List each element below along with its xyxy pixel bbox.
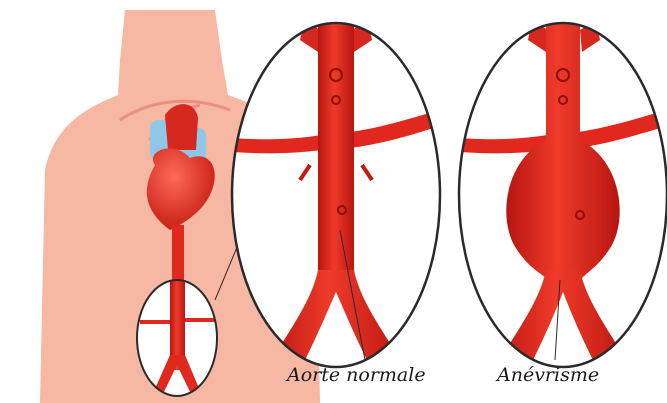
normal-aorta-label: Aorte normale xyxy=(287,364,426,386)
aneurysm-label: Anévrisme xyxy=(497,364,599,386)
aneurysm-inset xyxy=(459,10,667,370)
normal-aorta-inset xyxy=(232,10,440,370)
